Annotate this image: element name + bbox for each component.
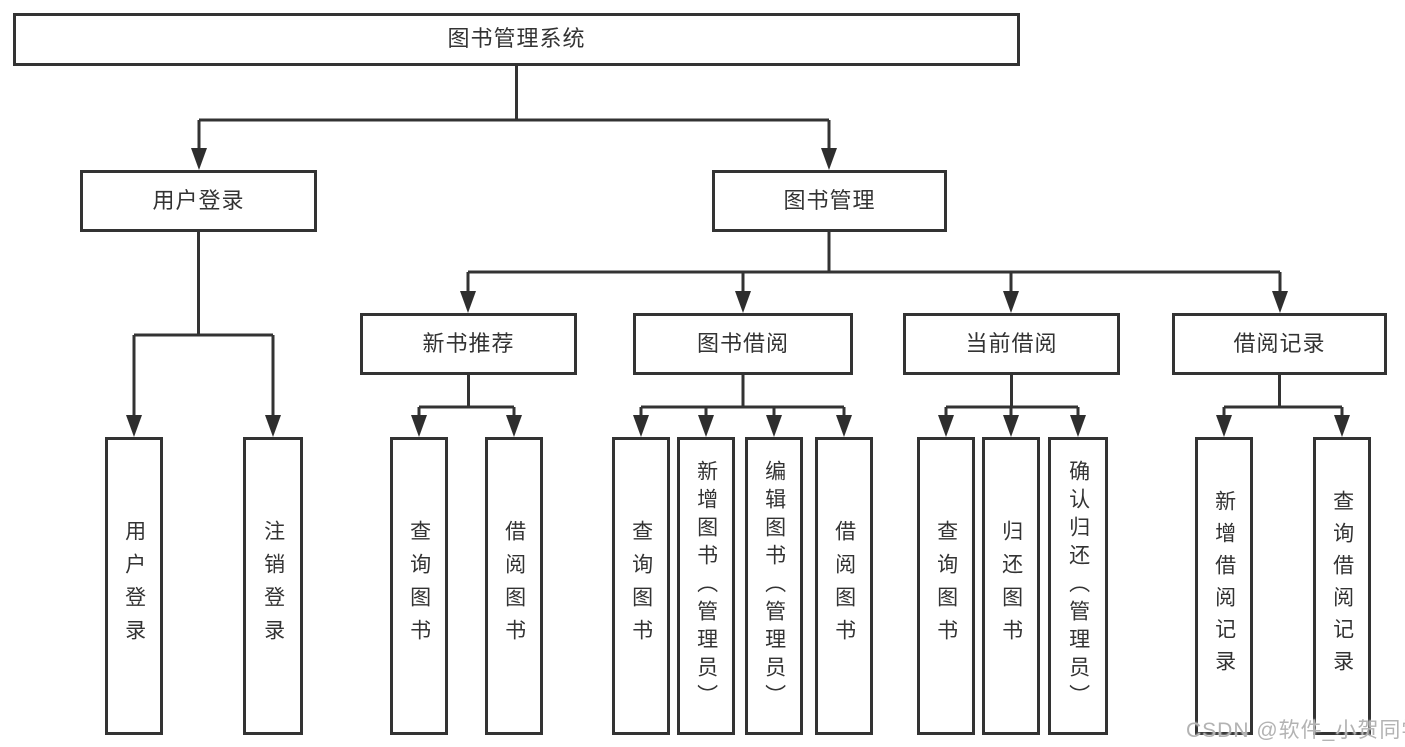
- leaf-edit-books-admin: 编辑图书（管理员）: [745, 437, 803, 735]
- node-book-management: 图书管理: [712, 170, 947, 232]
- connector-lines: [132, 66, 1344, 419]
- arrowhead-icon: [766, 415, 782, 437]
- arrowhead-icon: [1003, 415, 1019, 437]
- arrowhead-icon: [1334, 415, 1350, 437]
- node-book-borrow: 图书借阅: [633, 313, 853, 375]
- arrowheads: [126, 148, 1350, 437]
- arrowhead-icon: [506, 415, 522, 437]
- arrowhead-icon: [265, 415, 281, 437]
- arrowhead-icon: [1003, 291, 1019, 313]
- leaf-return-books: 归还图书: [982, 437, 1040, 735]
- leaf-query-books-1: 查询图书: [390, 437, 448, 735]
- leaf-query-books-3: 查询图书: [917, 437, 975, 735]
- leaf-query-borrow-record: 查询借阅记录: [1313, 437, 1371, 735]
- arrowhead-icon: [735, 291, 751, 313]
- arrowhead-icon: [460, 291, 476, 313]
- arrowhead-icon: [126, 415, 142, 437]
- arrowhead-icon: [1216, 415, 1232, 437]
- leaf-add-books-admin: 新增图书（管理员）: [677, 437, 735, 735]
- arrowhead-icon: [1070, 415, 1086, 437]
- arrowhead-icon: [938, 415, 954, 437]
- arrowhead-icon: [821, 148, 837, 170]
- leaf-confirm-return-admin: 确认归还（管理员）: [1048, 437, 1108, 735]
- leaf-borrow-books-2: 借阅图书: [815, 437, 873, 735]
- arrowhead-icon: [698, 415, 714, 437]
- node-user-login: 用户登录: [80, 170, 317, 232]
- leaf-borrow-books-1: 借阅图书: [485, 437, 543, 735]
- leaf-logout: 注销登录: [243, 437, 303, 735]
- node-system-root: 图书管理系统: [13, 13, 1020, 66]
- leaf-add-borrow-record: 新增借阅记录: [1195, 437, 1253, 735]
- watermark: CSDN @软件_小贺同学: [1186, 719, 1405, 742]
- arrowhead-icon: [411, 415, 427, 437]
- arrowhead-icon: [1272, 291, 1288, 313]
- leaf-user-login: 用户登录: [105, 437, 163, 735]
- arrowhead-icon: [633, 415, 649, 437]
- node-new-book-recommend: 新书推荐: [360, 313, 577, 375]
- leaf-query-books-2: 查询图书: [612, 437, 670, 735]
- arrowhead-icon: [191, 148, 207, 170]
- arrowhead-icon: [836, 415, 852, 437]
- node-current-borrow: 当前借阅: [903, 313, 1120, 375]
- node-borrow-records: 借阅记录: [1172, 313, 1387, 375]
